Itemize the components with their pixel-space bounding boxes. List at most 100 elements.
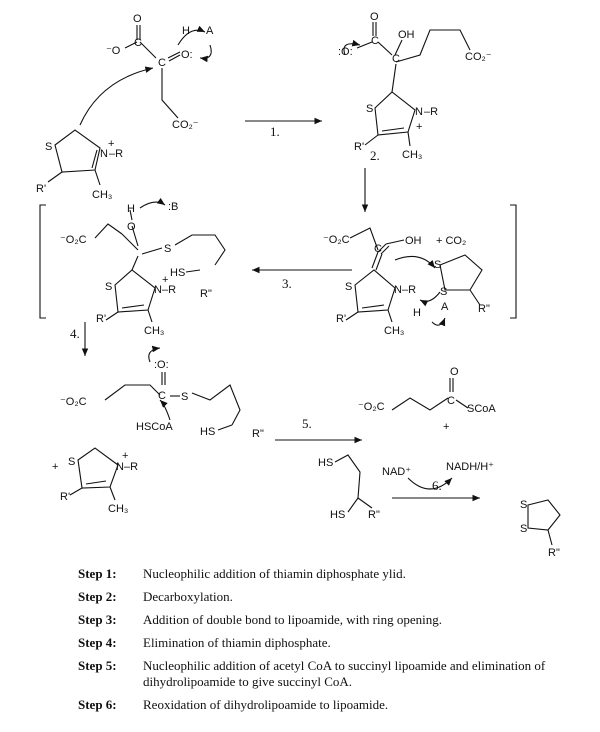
atom-label: ⁻O <box>106 45 121 57</box>
atom-label: CH₃ <box>402 149 422 161</box>
atom-label: C <box>134 37 142 49</box>
step-label: Step 3: <box>78 612 117 627</box>
step-5: Step 5: Nucleophilic addition of acetyl C… <box>78 658 598 690</box>
atom-label: S <box>164 243 171 255</box>
step-text: Nucleophilic addition of acetyl CoA to s… <box>143 658 546 689</box>
atom-label: + CO₂ <box>436 235 466 247</box>
step-label: Step 2: <box>78 589 117 604</box>
molecule-1-pyruvate-adduct-reactants: O ⁻O C C O: H A S N + –R R' CH₃ CO₂⁻ <box>36 13 214 201</box>
atom-label: HS <box>170 267 185 279</box>
atom-label: O <box>450 366 459 378</box>
atom-label: R" <box>548 547 560 559</box>
atom-label: C <box>158 57 166 69</box>
step-6: Step 6: Reoxidation of dihydrolipoamide t… <box>78 697 598 713</box>
atom-label: S <box>181 391 188 403</box>
step-number-5: 5. <box>302 416 312 431</box>
atom-label: R" <box>368 509 380 521</box>
step-number-2: 2. <box>370 148 380 163</box>
atom-label: C <box>158 390 166 402</box>
atom-label: R' <box>60 491 70 503</box>
atom-label: S <box>366 103 373 115</box>
atom-label: + <box>52 461 58 473</box>
atom-label: CH₃ <box>144 325 164 337</box>
atom-label: O: <box>181 49 193 61</box>
atom-label: R' <box>96 313 106 325</box>
step-text: Addition of double bond to lipoamide, wi… <box>143 612 442 627</box>
bracket-right <box>510 204 517 319</box>
atom-label: OH <box>405 235 422 247</box>
atom-label: C <box>392 53 400 65</box>
step-number-4: 4. <box>70 326 80 341</box>
atom-label: –R <box>424 106 438 118</box>
atom-label: –R <box>162 284 176 296</box>
atom-label: R' <box>336 313 346 325</box>
atom-label: A <box>441 301 449 313</box>
atom-label: –R <box>124 461 138 473</box>
step-label: Step 4: <box>78 635 117 650</box>
atom-label: NADH/H⁺ <box>446 461 494 473</box>
atom-label: H <box>182 25 190 37</box>
atom-label: + <box>108 138 114 150</box>
step-number-3: 3. <box>282 276 292 291</box>
atom-label: + <box>122 450 128 462</box>
atom-label: N <box>394 284 402 296</box>
atom-label: ⁻O₂C <box>60 396 87 408</box>
atom-label: N <box>154 284 162 296</box>
atom-label: R' <box>354 141 364 153</box>
atom-label: CO₂⁻ <box>172 119 199 131</box>
atom-label: S <box>520 499 527 511</box>
step-4: Step 4: Elimination of thiamin diphosphat… <box>78 635 598 651</box>
atom-label: HS <box>318 457 333 469</box>
atom-label: CH₃ <box>108 503 128 515</box>
atom-label: S <box>68 456 75 468</box>
atom-label: C <box>374 243 382 255</box>
atom-label: OH <box>398 29 415 41</box>
step-label: Step 1: <box>78 566 117 581</box>
atom-label: ⁻O₂C <box>323 234 350 246</box>
step-text: Nucleophilic addition of thiamin diphosp… <box>143 566 406 581</box>
atom-label: H <box>127 203 135 215</box>
atom-label: HS <box>200 426 215 438</box>
atom-label: HSCoA <box>136 421 173 433</box>
atom-label: S <box>45 141 52 153</box>
atom-label: –R <box>402 284 416 296</box>
atom-label: CO₂⁻ <box>465 51 492 63</box>
atom-label: S <box>105 281 112 293</box>
atom-label: O <box>127 221 136 233</box>
atom-label: R" <box>252 428 264 440</box>
atom-label: N <box>116 461 124 473</box>
atom-label: NAD⁺ <box>382 466 411 478</box>
atom-label: ⁻O₂C <box>60 234 87 246</box>
atom-label: :O: <box>338 46 353 58</box>
atom-label: S <box>345 281 352 293</box>
step-number-1: 1. <box>270 124 280 139</box>
atom-label: + <box>162 274 168 286</box>
atom-label: S <box>434 259 441 271</box>
molecule-enamine-intermediate: ⁻O₂C C OH + CO₂ S N –R R' CH₃ S S R" H A <box>323 227 490 337</box>
step-label: Step 6: <box>78 697 117 712</box>
atom-label: :B <box>168 201 178 213</box>
atom-label: C <box>447 395 455 407</box>
step-number-6: 6. <box>432 478 442 493</box>
step-text: Elimination of thiamin diphosphate. <box>143 635 331 650</box>
step-label: Step 5: <box>78 658 117 673</box>
atom-label: O <box>370 11 379 23</box>
atom-label: S <box>440 286 447 298</box>
step-1: Step 1: Nucleophilic addition of thiamin … <box>78 566 598 582</box>
atom-label: A <box>206 25 214 37</box>
atom-label: HS <box>330 509 345 521</box>
bracket-left <box>39 204 46 319</box>
molecule-2-tetrahedral-adduct: O :O: C C OH CO₂⁻ S N + –R R' CH₃ <box>338 11 492 161</box>
atom-label: R" <box>200 288 212 300</box>
step-descriptions: Step 1: Nucleophilic addition of thiamin … <box>78 566 598 720</box>
atom-label: N <box>100 148 108 160</box>
atom-label: –R <box>109 148 123 160</box>
atom-label: + <box>416 121 422 133</box>
molecule-5-succinyl-lipoamide-adduct: ⁻O₂C C :O: S HS R" HSCoA + S N + –R R' C… <box>52 345 264 515</box>
step-text: Reoxidation of dihydrolipoamide to lipoa… <box>143 697 389 712</box>
atom-label: H <box>413 307 421 319</box>
atom-label: C <box>371 35 379 47</box>
atom-label: R" <box>478 303 490 315</box>
atom-label: R' <box>36 183 46 195</box>
